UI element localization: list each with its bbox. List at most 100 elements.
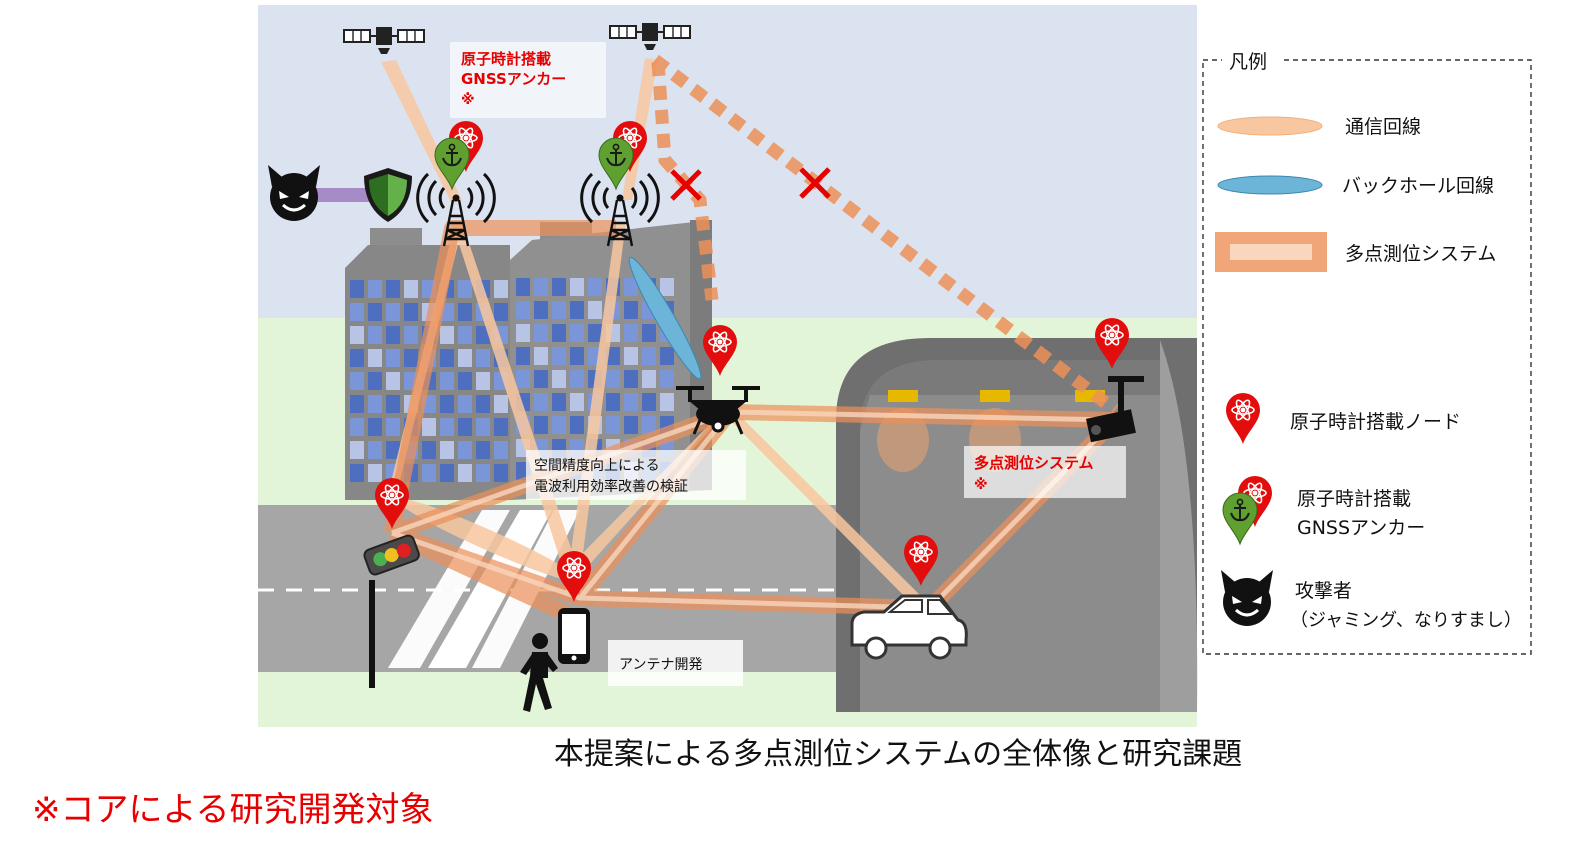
building-window	[552, 416, 566, 434]
building-window	[350, 303, 364, 321]
building-window	[386, 326, 400, 344]
building-window	[458, 372, 472, 390]
building-window	[350, 349, 364, 367]
building-window	[516, 347, 530, 365]
building-window	[624, 324, 638, 342]
building-window	[350, 372, 364, 390]
building-window	[660, 393, 674, 411]
building-window	[552, 347, 566, 365]
building-window	[386, 280, 400, 298]
attack-link	[316, 188, 371, 202]
building-window	[404, 326, 418, 344]
anchor-note-mark: ※	[461, 92, 475, 108]
building-window	[368, 280, 382, 298]
building-window	[534, 301, 548, 319]
building-window	[386, 303, 400, 321]
building-window	[350, 418, 364, 436]
building-window	[422, 441, 436, 459]
building-window	[534, 416, 548, 434]
building-window	[476, 464, 490, 482]
building-window	[494, 395, 508, 413]
building-window	[458, 418, 472, 436]
building-window	[476, 418, 490, 436]
footnote: ※コアによる研究開発対象	[32, 790, 433, 830]
building-window	[368, 326, 382, 344]
building-window	[368, 303, 382, 321]
building-window	[422, 464, 436, 482]
building-window	[588, 301, 602, 319]
legend-backhaul-swatch	[1218, 176, 1322, 194]
antenna-note: アンテナ開発	[619, 657, 702, 673]
building-window	[476, 349, 490, 367]
legend-anchor-line1: 原子時計搭載	[1297, 488, 1411, 510]
building-window	[516, 370, 530, 388]
building-window	[642, 370, 656, 388]
building-window	[368, 464, 382, 482]
building-window	[552, 370, 566, 388]
building-window	[368, 395, 382, 413]
building-window	[368, 349, 382, 367]
building-window	[534, 393, 548, 411]
building-window	[440, 464, 454, 482]
legend-atomic-node-label: 原子時計搭載ノード	[1290, 411, 1461, 433]
building-window	[606, 416, 620, 434]
building-window	[624, 416, 638, 434]
building-window	[642, 324, 656, 342]
building-window	[350, 464, 364, 482]
building-window	[458, 441, 472, 459]
building-window	[552, 301, 566, 319]
building-window	[570, 278, 584, 296]
building-window	[516, 301, 530, 319]
building-window	[458, 326, 472, 344]
legend-anchor-line2: GNSSアンカー	[1297, 517, 1425, 539]
building-window	[494, 441, 508, 459]
building-window	[660, 347, 674, 365]
building-window	[368, 418, 382, 436]
building-window	[570, 301, 584, 319]
building-window	[386, 418, 400, 436]
building-window	[458, 303, 472, 321]
multipoint-note-mark: ※	[974, 477, 988, 493]
multipoint-note-line1: 多点測位システム	[974, 454, 1094, 472]
building-window	[534, 370, 548, 388]
building-window	[570, 347, 584, 365]
building-window	[440, 441, 454, 459]
building-window	[494, 464, 508, 482]
building-window	[404, 280, 418, 298]
anchor-note-line2: GNSSアンカー	[461, 70, 566, 88]
building-window	[440, 418, 454, 436]
building-window	[516, 324, 530, 342]
building-window	[606, 393, 620, 411]
building-window	[642, 393, 656, 411]
building-window	[494, 418, 508, 436]
building-window	[350, 395, 364, 413]
building-window	[660, 370, 674, 388]
building-window	[440, 372, 454, 390]
building-window	[368, 372, 382, 390]
building-window	[570, 370, 584, 388]
building-window	[534, 347, 548, 365]
building-window	[660, 278, 674, 296]
building-window	[350, 280, 364, 298]
building-window	[588, 278, 602, 296]
legend: 凡例 通信回線 バックホール回線 多点測位システム 原子時計搭載ノード 原子時計…	[1203, 46, 1531, 654]
building-window	[494, 280, 508, 298]
building-window	[534, 278, 548, 296]
devil-icon	[1221, 570, 1273, 626]
building-window	[404, 349, 418, 367]
building-window	[422, 418, 436, 436]
atom-pin-icon	[1226, 393, 1260, 444]
legend-comm-swatch	[1218, 117, 1322, 135]
building-window	[516, 278, 530, 296]
legend-multipoint-label: 多点測位システム	[1345, 243, 1496, 265]
building-window	[386, 395, 400, 413]
building-window	[458, 280, 472, 298]
anchor-note-line1: 原子時計搭載	[461, 50, 551, 68]
building-window	[552, 324, 566, 342]
legend-attacker-line2: （ジャミング、なりすまし）	[1290, 610, 1522, 631]
building-window	[624, 370, 638, 388]
building-window	[624, 347, 638, 365]
legend-attacker-line1: 攻撃者	[1295, 580, 1352, 602]
building-window	[368, 441, 382, 459]
